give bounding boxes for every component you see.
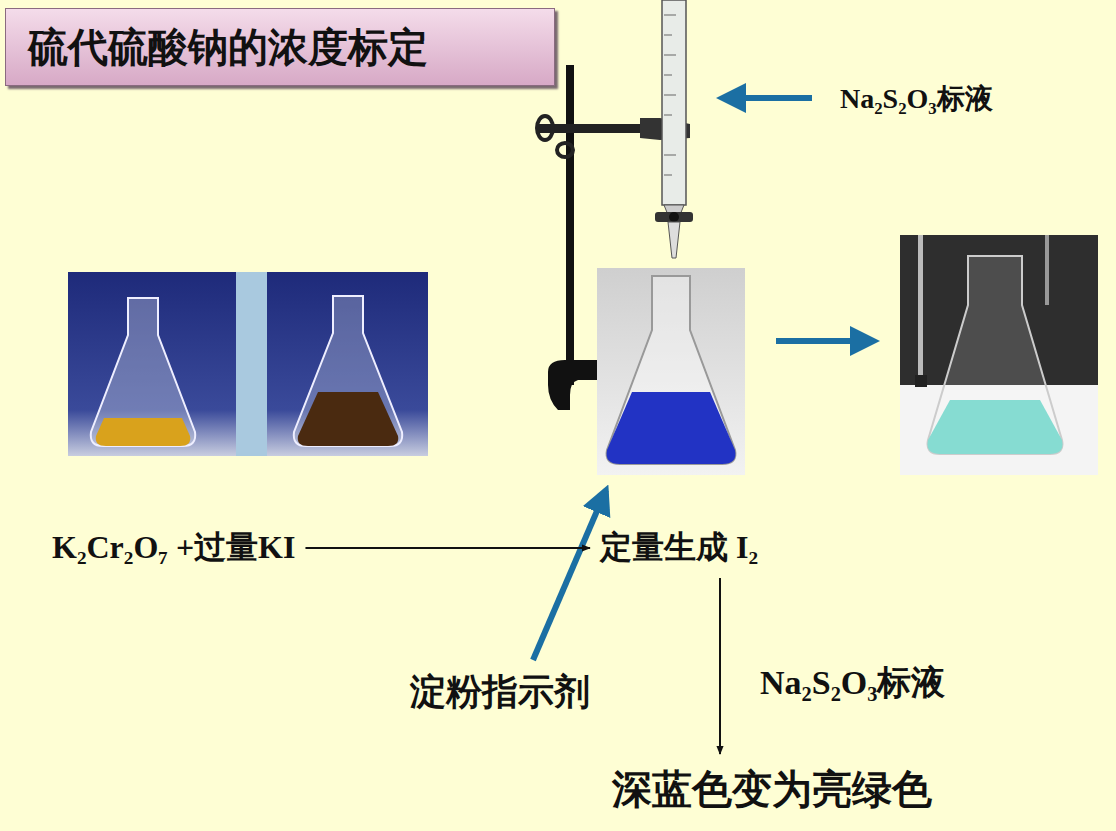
title-text: 硫代硫酸钠的浓度标定 bbox=[6, 20, 428, 75]
flask-liquid-green bbox=[928, 400, 1063, 454]
flask bbox=[294, 296, 403, 446]
step-text: 深蓝色变为亮绿色 bbox=[612, 762, 932, 817]
stopcock bbox=[655, 212, 693, 222]
pointer-arrow bbox=[776, 338, 874, 344]
stand-rod bbox=[918, 235, 923, 385]
title-box: 硫代硫酸钠的浓度标定 bbox=[5, 8, 555, 86]
annotation: 淀粉指示剂 bbox=[410, 668, 590, 717]
flask bbox=[607, 276, 736, 464]
photo-background bbox=[597, 268, 745, 475]
burette-scale bbox=[664, 15, 676, 175]
flask bbox=[91, 298, 196, 446]
stand-foot bbox=[915, 375, 927, 387]
annotation: Na₂S₂O₃标液 bbox=[840, 80, 993, 118]
pointer-arrow bbox=[722, 95, 812, 101]
flow-arrow bbox=[305, 547, 590, 549]
step-text: K₂Cr₂O₇ +过量KI bbox=[52, 526, 295, 570]
step-text: 定量生成 I₂ bbox=[600, 526, 758, 570]
burette-tube bbox=[662, 0, 686, 205]
stopcock-knob bbox=[669, 212, 679, 222]
arrow-label: Na₂S₂O₃标液 bbox=[760, 660, 946, 706]
clamp-screw bbox=[537, 116, 553, 140]
photo-background bbox=[267, 272, 428, 456]
flow-step: K₂Cr₂O₇ +过量KI bbox=[52, 526, 295, 570]
pointer-arrow bbox=[533, 490, 606, 660]
clamp-screw bbox=[557, 143, 573, 157]
burette-tip bbox=[668, 222, 680, 258]
flask-liquid-blue bbox=[607, 392, 736, 464]
flow-step: 定量生成 I₂ bbox=[600, 526, 758, 570]
photo-background bbox=[68, 272, 236, 456]
flask-liquid-yellow bbox=[96, 418, 191, 446]
flask-liquid-brown bbox=[298, 392, 399, 446]
flow-step: 深蓝色变为亮绿色 bbox=[612, 762, 932, 817]
flow-arrow bbox=[719, 578, 721, 754]
photo-separator bbox=[236, 272, 267, 456]
flask bbox=[928, 256, 1063, 454]
stand-base bbox=[548, 360, 600, 410]
burette-tip bbox=[1045, 235, 1049, 305]
photo-background bbox=[900, 235, 1098, 475]
stand-rod bbox=[566, 65, 574, 385]
